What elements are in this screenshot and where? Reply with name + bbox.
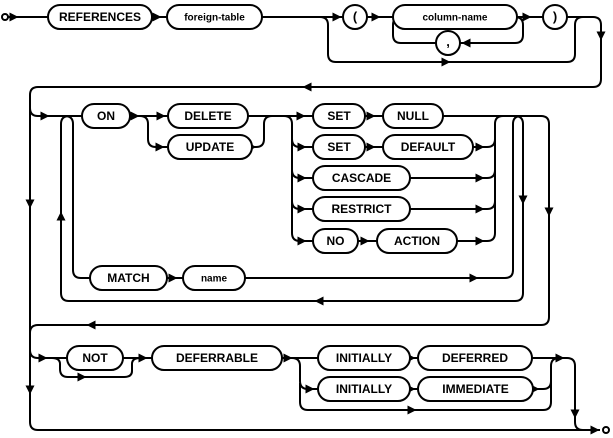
node-set-1: SET (312, 103, 366, 129)
node-null: NULL (382, 103, 444, 129)
node-label-on: ON (97, 109, 115, 123)
node-column-name: column-name (392, 4, 518, 30)
rail-line (319, 16, 584, 63)
node-label-delete: DELETE (184, 109, 231, 123)
node-label-restrict: RESTRICT (332, 202, 393, 216)
node-not: NOT (66, 345, 124, 371)
node-set-2: SET (312, 134, 366, 160)
node-action: ACTION (376, 228, 458, 254)
node-delete: DELETE (167, 103, 249, 129)
node-label-deferred: DEFERRED (442, 351, 508, 365)
rail-line (252, 115, 273, 148)
rail-line (291, 169, 313, 179)
node-label-initially-2: INITIALLY (336, 382, 392, 396)
rail-line (473, 115, 504, 148)
node-label-open-paren: ( (353, 9, 358, 24)
node-label-close-paren: ) (553, 9, 557, 24)
node-comma: , (435, 30, 461, 56)
rail-line (533, 380, 552, 390)
node-name: name (182, 265, 246, 291)
node-label-deferrable: DEFERRABLE (176, 351, 258, 365)
node-immediate: IMMEDIATE (417, 376, 534, 402)
node-update: UPDATE (167, 134, 253, 160)
node-label-update: UPDATE (186, 140, 234, 154)
connector-arrows (9, 12, 606, 435)
rail-line (139, 115, 168, 148)
rail-line (291, 138, 313, 148)
node-label-set-1: SET (327, 109, 351, 123)
node-references: REFERENCES (47, 4, 153, 30)
node-deferrable: DEFERRABLE (151, 345, 283, 371)
node-initially-2: INITIALLY (317, 376, 411, 402)
node-match: MATCH (89, 265, 168, 291)
node-cascade: CASCADE (312, 165, 411, 191)
node-default: DEFAULT (382, 134, 474, 160)
node-label-cascade: CASCADE (332, 171, 391, 185)
node-label-references: REFERENCES (59, 10, 141, 24)
node-label-action: ACTION (394, 234, 440, 248)
start-terminal-icon (1, 13, 9, 21)
node-open-paren: ( (342, 4, 368, 30)
node-no: NO (312, 228, 359, 254)
rail-line (60, 115, 524, 302)
node-close-paren: ) (542, 4, 568, 30)
node-label-foreign-table: foreign-table (184, 13, 245, 24)
node-on: ON (81, 103, 131, 129)
rail-line (460, 16, 524, 44)
rail-line (64, 115, 90, 279)
diagram-nodes: REFERENCES foreign-table ( column-name,) ON D… (47, 4, 568, 402)
rail-line (299, 357, 560, 411)
node-label-comma: , (446, 34, 450, 49)
node-label-column-name: column-name (422, 13, 487, 24)
node-label-initially-1: INITIALLY (336, 351, 392, 365)
node-label-name: name (201, 274, 228, 285)
end-terminal-icon (602, 426, 610, 434)
node-label-not: NOT (82, 351, 108, 365)
rail-line (245, 115, 522, 279)
node-label-match: MATCH (107, 271, 149, 285)
node-label-default: DEFAULT (401, 140, 456, 154)
node-label-immediate: IMMEDIATE (442, 382, 508, 396)
node-foreign-table: foreign-table (166, 4, 263, 30)
node-initially-1: INITIALLY (317, 345, 411, 371)
rail-line (283, 115, 313, 242)
rail-line (532, 357, 584, 431)
rail-line (29, 115, 550, 334)
node-deferred: DEFERRED (417, 345, 533, 371)
rail-line (291, 200, 313, 210)
rail-line (291, 357, 318, 390)
rail-line (29, 349, 67, 359)
rail-line (457, 128, 496, 242)
node-restrict: RESTRICT (312, 196, 411, 222)
rail-line (29, 107, 82, 117)
node-label-no: NO (327, 234, 345, 248)
diagram-terminals (1, 13, 610, 434)
rail-line (51, 357, 141, 378)
node-label-null: NULL (397, 109, 429, 123)
node-label-set-2: SET (327, 140, 351, 154)
